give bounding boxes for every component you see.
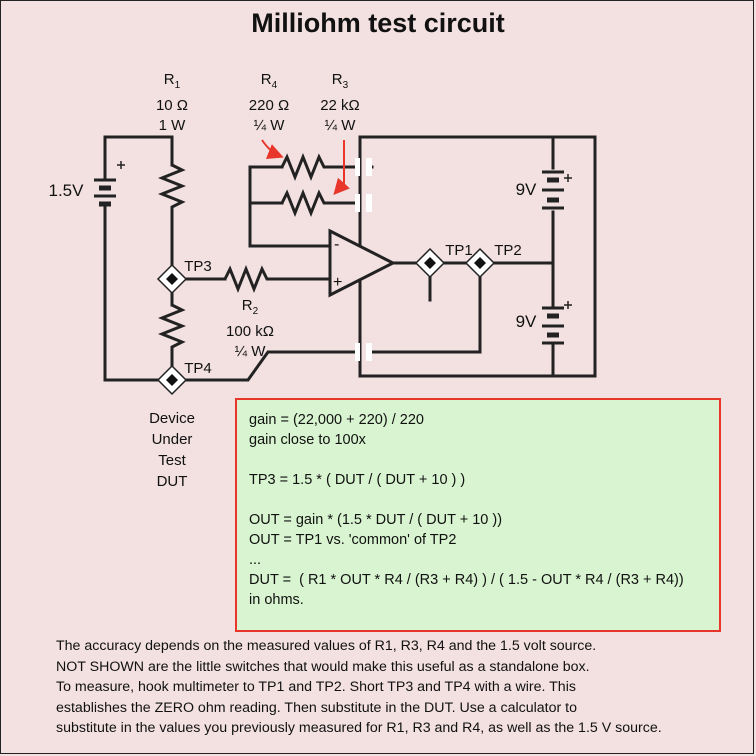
battery-bottom-label: 9V	[515, 312, 537, 331]
dut-line-4: DUT	[156, 473, 188, 490]
resistor-r4	[280, 152, 327, 182]
r1-sub: 1	[174, 80, 181, 91]
connector-bottom-2	[366, 343, 372, 361]
arrow-r3	[333, 140, 350, 195]
formula-line: ...	[249, 552, 262, 568]
dut-line-3: Test	[158, 452, 186, 469]
label-r2: R2 100 kΩ ¼ W	[212, 296, 288, 362]
formula-line: OUT = TP1 vs. 'common' of TP2	[249, 532, 457, 548]
r3-value: 22 kΩ	[320, 97, 360, 114]
r4-sub: 4	[271, 80, 278, 91]
resistor-r2-vertical	[157, 303, 187, 352]
dut-line-2: Under	[151, 431, 193, 448]
formula-line: DUT = ( R1 * OUT * R4 / (R3 + R4) ) / ( …	[249, 572, 684, 588]
opamp-minus: -	[334, 236, 339, 253]
battery-main	[94, 161, 125, 214]
r3-sub: 3	[342, 80, 349, 91]
formula-line	[249, 450, 719, 470]
notes: The accuracy depends on the measured val…	[56, 636, 746, 739]
arrow-r4	[261, 139, 284, 159]
wire-top-left	[103, 135, 174, 167]
page-title: Milliohm test circuit	[251, 8, 505, 38]
note-line: establishes the ZERO ohm reading. Then s…	[56, 699, 577, 716]
dut-label: Device Under Test DUT	[130, 408, 214, 492]
wire-tp4-right	[184, 350, 357, 382]
label-r1: R1 10 Ω 1 W	[140, 70, 204, 136]
tp3-label: TP3	[184, 258, 212, 275]
wire-box	[358, 135, 597, 378]
r3-name: R	[331, 71, 343, 88]
r3-power: ¼ W	[324, 117, 356, 134]
resistor-r3	[280, 188, 327, 218]
battery-main-label: 1.5V	[48, 181, 84, 200]
r2-power: ¼ W	[234, 343, 266, 360]
tp1-label: TP1	[445, 242, 473, 259]
r1-power: 1 W	[158, 117, 186, 134]
tp2-label: TP2	[494, 242, 522, 259]
r1-value: 10 Ω	[155, 97, 189, 114]
dut-line-1: Device	[149, 410, 195, 427]
tp4-label: TP4	[184, 360, 212, 377]
connector-fb-bot-2	[366, 194, 372, 212]
label-r3: R3 22 kΩ ¼ W	[307, 70, 373, 136]
r4-name: R	[260, 71, 272, 88]
test-point-tp4	[156, 364, 188, 396]
battery-bottom	[542, 301, 572, 345]
r2-value: 100 kΩ	[226, 323, 274, 340]
formula-line: OUT = gain * (1.5 * DUT / ( DUT + 10 ))	[249, 512, 503, 528]
resistor-r1	[157, 163, 187, 213]
r2-name: R	[241, 297, 253, 314]
note-line: The accuracy depends on the measured val…	[56, 638, 597, 654]
battery-top	[542, 170, 572, 210]
test-point-tp1	[414, 247, 446, 279]
opamp-triangle	[328, 228, 397, 298]
test-point-tp2	[464, 247, 496, 279]
wire-left-lower	[103, 212, 160, 382]
label-r4: R4 220 Ω ¼ W	[236, 70, 302, 136]
connector-bottom	[355, 343, 360, 361]
opamp-plus: +	[333, 274, 342, 291]
r1-name: R	[163, 71, 175, 88]
formula-line: TP3 = 1.5 * ( DUT / ( DUT + 10 ) )	[249, 472, 466, 488]
test-point-tp3	[156, 263, 188, 295]
note-line: substitute in the values you previously …	[56, 720, 662, 736]
r2-sub: 2	[252, 306, 259, 317]
formula-box: gain = (22,000 + 220) / 220 gain close t…	[235, 398, 721, 632]
connector-fb-top-2	[366, 158, 372, 176]
formula-line: gain = (22,000 + 220) / 220	[249, 412, 424, 428]
formula-line: in ohms.	[249, 592, 304, 608]
note-line: NOT SHOWN are the little switches that w…	[56, 658, 590, 675]
wire-fb-left	[248, 165, 332, 248]
connector-fb-top	[355, 158, 360, 176]
note-line: To measure, hook multimeter to TP1 and T…	[56, 679, 576, 695]
r4-power: ¼ W	[253, 117, 285, 134]
resistor-r2	[223, 264, 270, 294]
formula-line	[249, 490, 719, 510]
battery-top-label: 9V	[515, 180, 537, 199]
connector-fb-bot	[355, 194, 360, 212]
r4-value: 220 Ω	[248, 97, 290, 114]
formula-line: gain close to 100x	[249, 432, 366, 448]
wire-tp2-down	[370, 275, 482, 354]
